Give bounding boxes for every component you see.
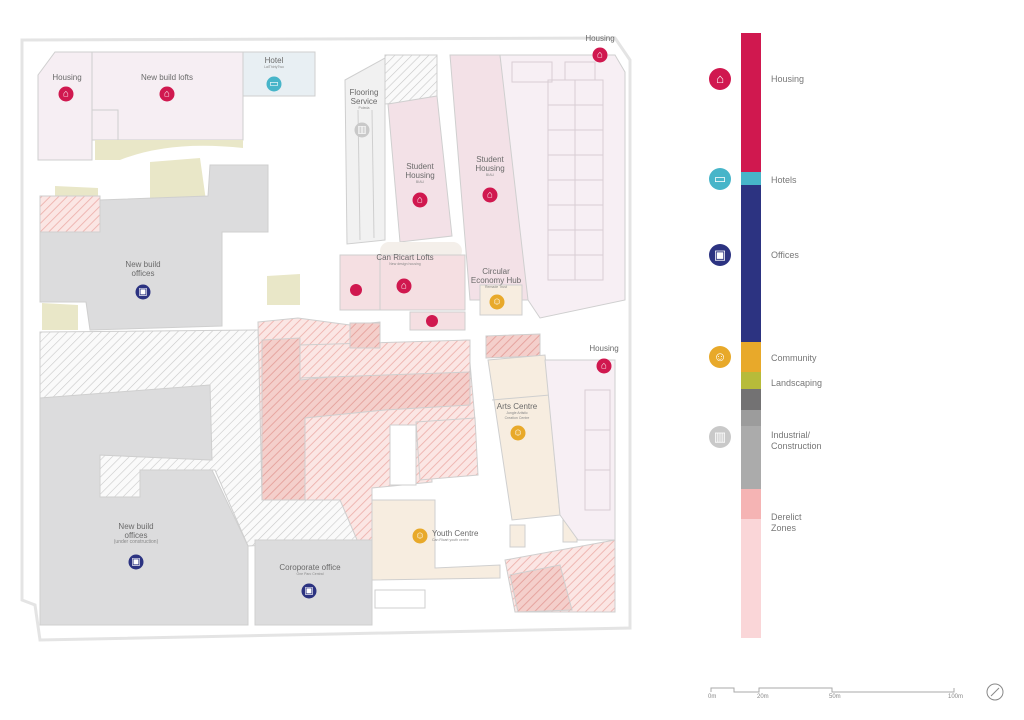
legend-bar [741, 33, 761, 638]
legend-community: Community [771, 353, 817, 363]
landscaping-area [267, 274, 300, 305]
north-arrow-icon [986, 683, 1004, 701]
people-icon[interactable]: ☺ [510, 425, 526, 441]
legend-housing: Housing [771, 74, 805, 84]
factory-icon[interactable]: ▥ [354, 122, 370, 138]
derelict-zone [299, 339, 471, 379]
label-housing-r: Housing [589, 344, 619, 353]
landscaping-area [95, 140, 243, 160]
corporate-office-block [254, 539, 373, 626]
derelict-zone [39, 195, 101, 233]
house-icon[interactable]: ⌂ [159, 86, 175, 102]
industrial-hatched [384, 54, 438, 105]
offices-block [39, 164, 269, 331]
legend-derelict: Derelict Zones [771, 512, 802, 533]
derelict-zone [485, 333, 541, 359]
scale-tick-20: 20m [757, 694, 769, 700]
legend-factory-icon: ▥ [709, 426, 731, 448]
briefcase-icon[interactable]: ▣ [135, 284, 151, 300]
house-icon[interactable]: ⌂ [482, 187, 498, 203]
house-icon[interactable]: ⌂ [596, 358, 612, 374]
legend-industrial: Industrial/ Construction [771, 430, 822, 451]
briefcase-icon[interactable]: ▣ [128, 554, 144, 570]
house-icon[interactable]: ⌂ [592, 47, 608, 63]
legend-briefcase-icon: ▣ [709, 244, 731, 266]
scale-tick-50: 50m [829, 694, 841, 700]
label-housing-tl: Housing [52, 73, 82, 82]
housing-block-tr [499, 54, 626, 319]
house-icon[interactable]: ⌂ [58, 86, 74, 102]
legend-people-icon: ☺ [709, 346, 731, 368]
legend-house-icon: ⌂ [709, 68, 731, 90]
briefcase-icon[interactable]: ▣ [301, 583, 317, 599]
housing-marker[interactable] [426, 315, 438, 327]
scale-tick-0: 0m [708, 694, 717, 700]
label-new-build-lofts: New build lofts [140, 73, 194, 82]
legend-hotels: Hotels [771, 175, 797, 185]
legend-landscaping: Landscaping [771, 378, 823, 388]
house-icon[interactable]: ⌂ [412, 192, 428, 208]
youth-centre-block [371, 499, 501, 581]
bed-icon[interactable]: ▭ [266, 76, 282, 92]
house-icon[interactable]: ⌂ [396, 278, 412, 294]
landscaping-area [55, 186, 98, 198]
student-housing-block-1 [387, 95, 453, 243]
legend-offices: Offices [771, 250, 799, 260]
scale-tick-100: 100m [948, 694, 964, 700]
people-icon[interactable]: ☺ [489, 294, 505, 310]
flooring-service-block [344, 57, 386, 245]
housing-block-tl [37, 51, 93, 161]
landscaping-area [42, 303, 78, 330]
people-icon[interactable]: ☺ [412, 528, 428, 544]
label-new-build-offices: New build offices [125, 260, 161, 278]
label-housing-tr: Housing [585, 34, 615, 43]
offices-under-construction-block [39, 384, 249, 626]
label-offices-under-construction: New build offices(under construction) [113, 522, 159, 545]
legend-bed-icon: ▭ [709, 168, 731, 190]
housing-marker[interactable] [350, 284, 362, 296]
scale-bar [710, 687, 955, 693]
